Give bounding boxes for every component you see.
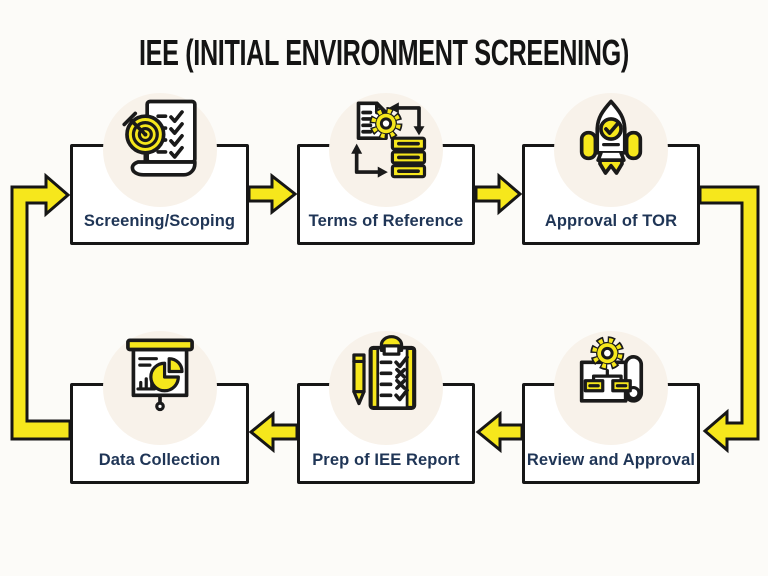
loop-connector-right-approval-to-review: [698, 185, 760, 454]
step-label-screening-scoping: Screening/Scoping: [83, 212, 236, 230]
page-title: IEE (INITIAL ENVIRONMENT SCREENING): [139, 32, 629, 73]
target-checklist-icon: [122, 99, 197, 177]
step-label-review-and-approval: Review and Approval: [526, 451, 696, 469]
document-gear-flow-icon: [351, 101, 427, 179]
rocket-check-icon: [579, 99, 643, 175]
step-label-data-collection: Data Collection: [98, 451, 221, 469]
arrow-prep-to-data: [248, 410, 299, 454]
step-label-terms-of-reference: Terms of Reference: [308, 212, 464, 230]
gear-blueprint-icon: [579, 336, 644, 403]
arrow-screening-to-terms: [247, 172, 298, 216]
arrow-terms-to-approval: [474, 172, 523, 216]
loop-connector-left-data-to-screening: [10, 172, 72, 441]
step-label-approval-of-tor: Approval of TOR: [544, 212, 678, 230]
arrow-review-to-prep: [475, 410, 524, 454]
presentation-chart-icon: [126, 338, 194, 412]
step-box-terms-of-reference: Terms of Reference: [297, 144, 475, 245]
clipboard-checklist-pencil-icon: [352, 335, 417, 410]
step-label-prep-of-iee-report: Prep of IEE Report: [312, 451, 460, 469]
